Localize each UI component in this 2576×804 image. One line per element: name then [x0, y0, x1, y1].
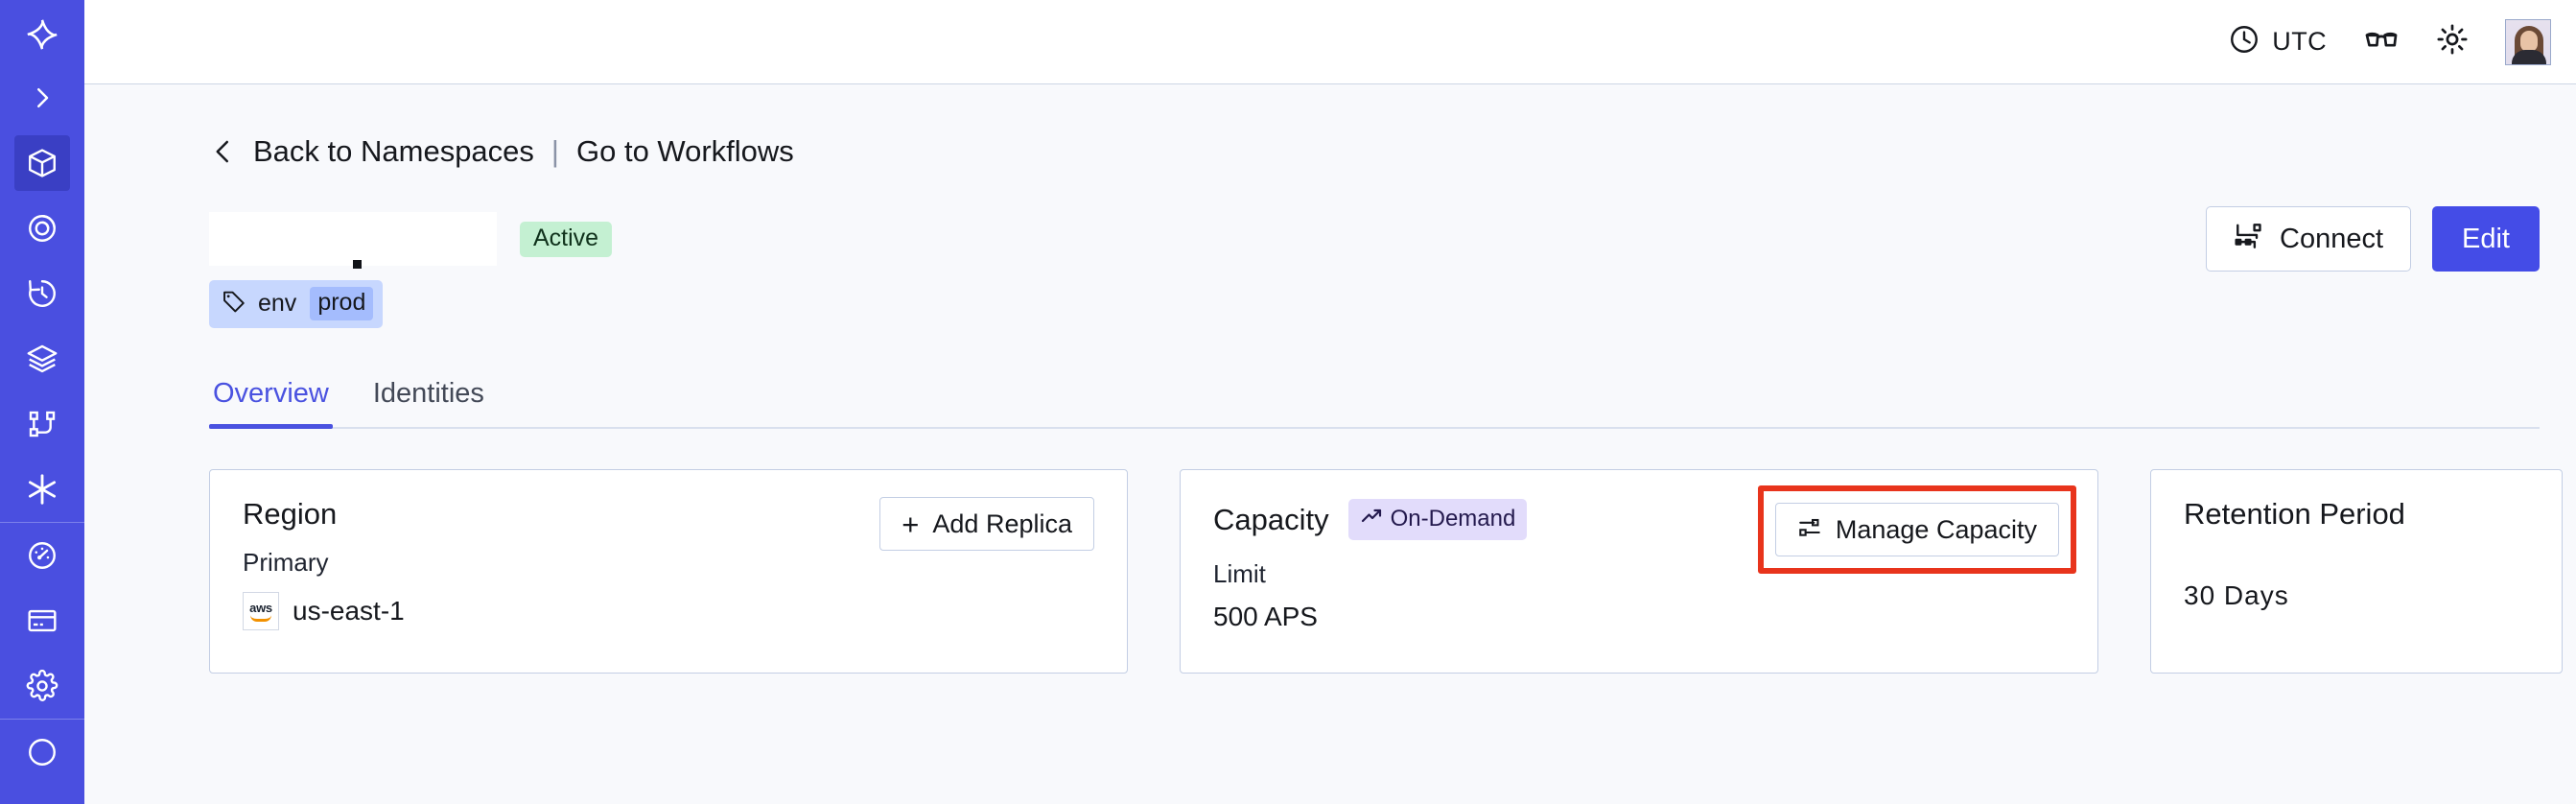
sidebar-item-observability[interactable] [0, 196, 84, 261]
help-circle-icon [14, 724, 70, 780]
sliders-icon [1797, 515, 1822, 545]
gauge-icon [14, 528, 70, 583]
tag-value: prod [310, 287, 374, 320]
temporal-logo-icon [14, 7, 70, 62]
on-demand-badge-label: On-Demand [1390, 505, 1516, 532]
connect-button-label: Connect [2280, 223, 2384, 254]
sidebar-item-brand[interactable] [0, 0, 84, 65]
chevron-right-icon [14, 70, 70, 126]
sidebar-item-settings[interactable] [0, 653, 84, 719]
timezone-selector[interactable]: UTC [2228, 23, 2327, 60]
workflow-branch-icon [14, 396, 70, 452]
sidebar-item-nexus[interactable] [0, 457, 84, 522]
timezone-label: UTC [2272, 27, 2327, 56]
credit-card-icon [14, 593, 70, 649]
region-card-action: + Add Replica [879, 497, 1094, 551]
region-primary-label: Primary [243, 548, 329, 577]
content-padding: Back to Namespaces | Go to Workflows Act… [84, 84, 2576, 674]
main-column: UTC [84, 0, 2576, 804]
page-content: Back to Namespaces | Go to Workflows Act… [84, 84, 2576, 804]
tab-identities[interactable]: Identities [372, 378, 484, 409]
avatar[interactable] [2505, 18, 2551, 65]
layers-icon [14, 331, 70, 387]
region-card: Region + Add Replica Primary aws [209, 469, 1128, 674]
capacity-limit-label: Limit [1213, 559, 1266, 588]
sidebar-item-usage[interactable] [0, 523, 84, 588]
top-header: UTC [84, 0, 2576, 84]
gear-icon [14, 658, 70, 714]
sun-icon [2436, 23, 2469, 60]
breadcrumb-workflows-link[interactable]: Go to Workflows [575, 134, 794, 168]
tag-chip-env[interactable]: env prod [209, 280, 384, 328]
sidebar-item-namespaces[interactable] [0, 130, 84, 196]
manage-capacity-highlight: Manage Capacity [1757, 485, 2076, 574]
region-primary-value: us-east-1 [293, 596, 405, 626]
page-title [209, 212, 497, 269]
sidebar-item-workflows[interactable] [0, 391, 84, 457]
avatar-body [2512, 49, 2546, 64]
sidebar-item-expand[interactable] [0, 65, 84, 130]
sidebar-divider-1 [0, 522, 84, 523]
namespace-title-row: Active [209, 206, 2540, 272]
manage-capacity-label: Manage Capacity [1835, 514, 2037, 544]
asterisk-icon [14, 461, 70, 517]
spiral-eye-icon [14, 201, 70, 256]
aws-logo-icon: aws [243, 592, 279, 630]
tab-bar: Overview Identities [209, 378, 2540, 429]
header-actions: UTC [2228, 18, 2551, 65]
namespace-tags: env prod [209, 280, 2540, 328]
retention-card-head: Retention Period [2184, 499, 2529, 529]
tag-icon [222, 289, 246, 319]
chevron-left-icon[interactable] [209, 135, 238, 168]
edit-button[interactable]: Edit [2432, 206, 2540, 272]
overview-cards: Region + Add Replica Primary aws [209, 469, 2563, 674]
edit-button-label: Edit [2462, 223, 2510, 254]
breadcrumb: Back to Namespaces | Go to Workflows [209, 84, 2540, 169]
network-flow-icon [2234, 221, 2264, 257]
reading-mode-button[interactable] [2363, 21, 2400, 62]
capacity-card: Capacity On-Demand [1180, 469, 2098, 674]
tab-overview[interactable]: Overview [209, 378, 333, 429]
on-demand-badge: On-Demand [1347, 499, 1528, 540]
sidebar-item-batch-operations[interactable] [0, 326, 84, 391]
theme-toggle-button[interactable] [2436, 23, 2469, 60]
capacity-limit-value: 500 APS [1213, 602, 1318, 631]
capacity-card-head: Capacity On-Demand [1213, 499, 2065, 540]
status-badge: Active [520, 221, 613, 257]
connect-button[interactable]: Connect [2206, 206, 2412, 272]
retention-card-title: Retention Period [2184, 497, 2405, 531]
aws-wordmark: aws [249, 600, 272, 615]
tag-key: env [258, 290, 297, 317]
trending-up-icon [1360, 505, 1383, 532]
sidebar-divider-2 [0, 719, 84, 720]
sidebar-item-schedules[interactable] [0, 261, 84, 326]
plus-icon: + [902, 507, 920, 541]
glasses-icon [2363, 21, 2400, 62]
retention-value: 30 Days [2184, 580, 2289, 610]
breadcrumb-back-link[interactable]: Back to Namespaces [253, 134, 534, 168]
clock-icon [2228, 23, 2260, 60]
add-replica-button[interactable]: + Add Replica [879, 497, 1094, 551]
breadcrumb-separator: | [550, 134, 559, 168]
aws-smile [250, 615, 271, 622]
avatar-face [2520, 30, 2538, 52]
capacity-card-title: Capacity [1213, 503, 1329, 536]
sidebar-item-billing[interactable] [0, 588, 84, 653]
add-replica-label: Add Replica [932, 508, 1072, 538]
namespace-actions: Connect Edit [2206, 206, 2540, 272]
region-card-title: Region [243, 497, 338, 531]
manage-capacity-button[interactable]: Manage Capacity [1774, 503, 2059, 556]
region-primary-value-row: aws us-east-1 [243, 592, 1094, 630]
primary-sidebar [0, 0, 84, 804]
sidebar-item-help[interactable] [0, 720, 84, 785]
retention-card: Retention Period 30 Days [2150, 469, 2563, 674]
clock-arrow-icon [14, 266, 70, 321]
region-card-head: Region [243, 499, 1094, 529]
cube-icon [14, 135, 70, 191]
